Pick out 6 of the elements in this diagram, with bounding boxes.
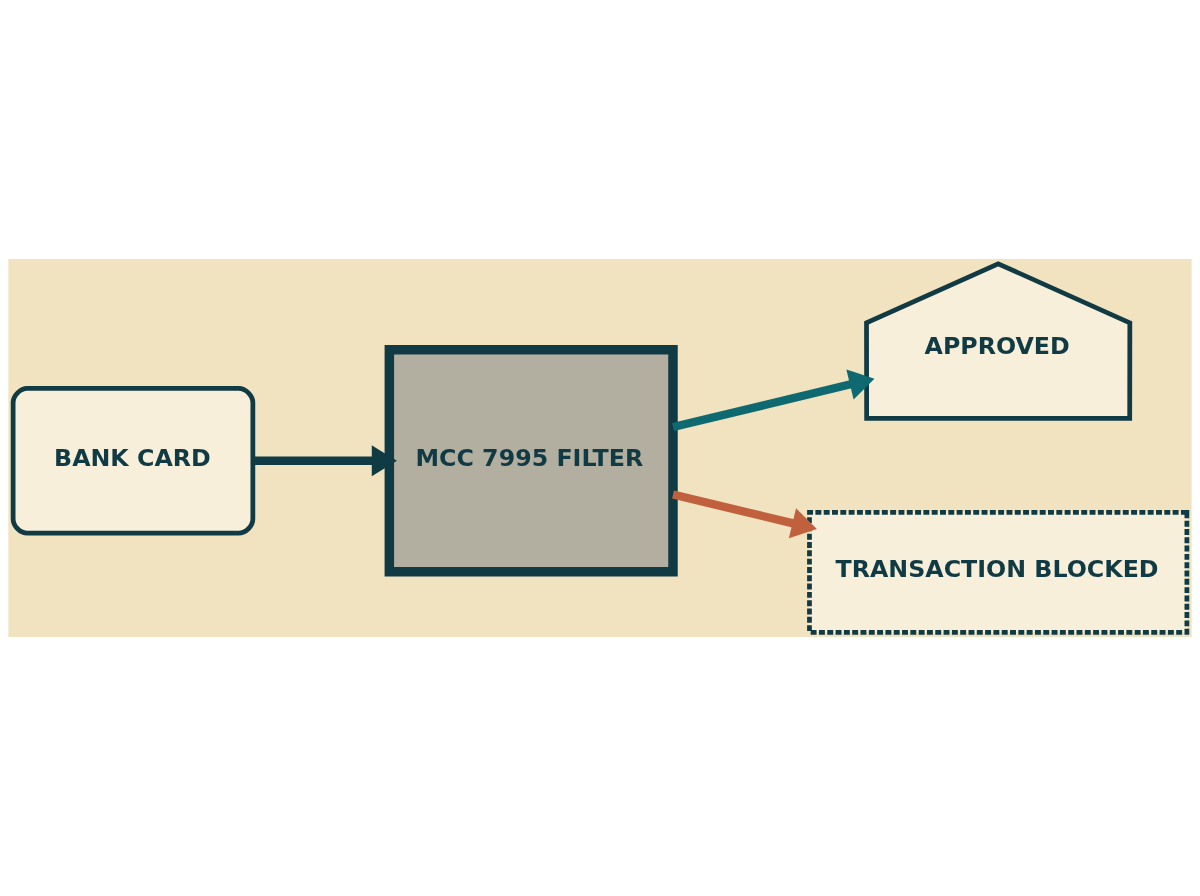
- node-box: MCC 7995 FILTER: [384, 345, 678, 577]
- node-box: TRANSACTION BLOCKED: [807, 510, 1190, 635]
- arrow: [672, 490, 817, 539]
- arrow: [672, 369, 875, 432]
- node-box: BANK CARD: [10, 386, 256, 536]
- arrow: [252, 445, 397, 477]
